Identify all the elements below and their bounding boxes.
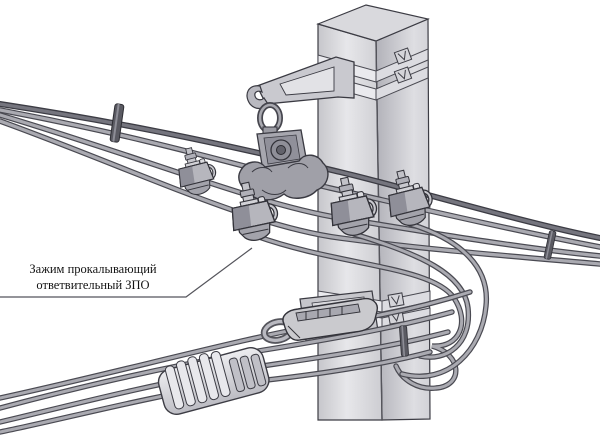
strap-buckle [387,292,405,308]
callout-line1: Зажим прокалывающий [29,262,156,276]
callout-leader-line [0,247,253,298]
pole-top-face [316,4,430,42]
callout: Зажим прокалывающий ответвительный ЗПО [0,247,253,298]
bracket-hook [246,85,269,110]
strap-buckle [393,47,413,65]
suspension-bracket [246,56,355,110]
callout-line2: ответвительный ЗПО [36,278,149,292]
span-cables [0,101,600,267]
wedge-anchor-clamp [260,297,379,344]
corrugated-sleeve [157,347,270,416]
strap-buckle [393,66,413,84]
suspension-clamp [238,102,329,201]
